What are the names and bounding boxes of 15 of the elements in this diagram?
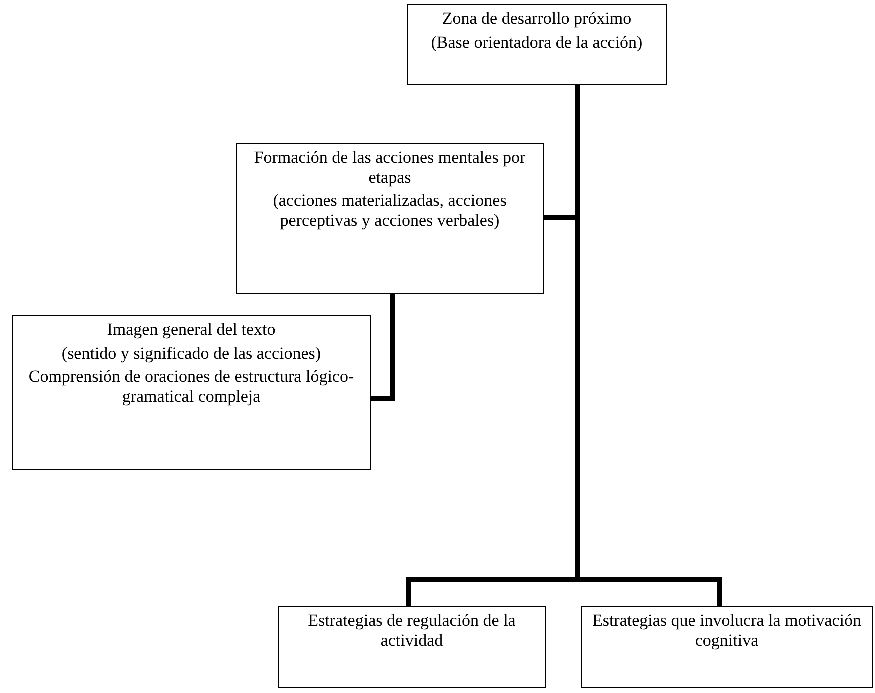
node-text: Formación de las acciones mentales por etapas — [253, 148, 527, 188]
node-text: Comprensión de oraciones de estructura lógico-gramatical compleja — [28, 367, 356, 406]
text-box — [581, 606, 873, 688]
node-text: (Base orientadora de la acción) — [430, 32, 644, 52]
node-text: Imagen general del texto — [106, 320, 277, 340]
text-box — [407, 4, 667, 85]
text-box — [278, 606, 546, 688]
node-text: Zona de desarrollo próximo — [441, 9, 633, 29]
node-text: (sentido y significado de las acciones) — [60, 344, 322, 364]
text-box — [12, 315, 371, 470]
node-text: (acciones materializadas, acciones perceptivas y acciones verbales) — [272, 191, 508, 230]
connector-line — [371, 294, 396, 402]
node-text: Estrategias que involucra la motivación cognitiva — [591, 611, 863, 650]
node-text: Estrategias de regulación de la actividad — [307, 611, 517, 650]
text-box — [236, 143, 544, 294]
